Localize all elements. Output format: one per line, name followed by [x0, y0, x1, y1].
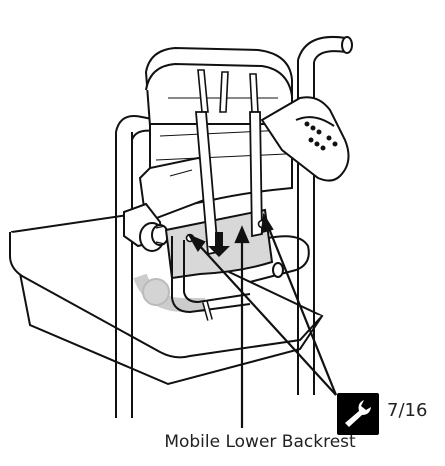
right-armrest [260, 96, 350, 182]
adjustment-knob [139, 222, 169, 252]
headrest-straps [197, 69, 259, 113]
backrest-straps [195, 111, 263, 256]
wrench-size-label: 7/16 [387, 400, 428, 421]
lower-backrest-caption: Mobile Lower Backrest [164, 432, 356, 452]
down-arrow [208, 232, 230, 257]
wrench-icon [345, 400, 371, 427]
callout-arrows [187, 212, 338, 428]
lower-frame [171, 235, 310, 321]
wrench-tool-badge [337, 393, 379, 435]
